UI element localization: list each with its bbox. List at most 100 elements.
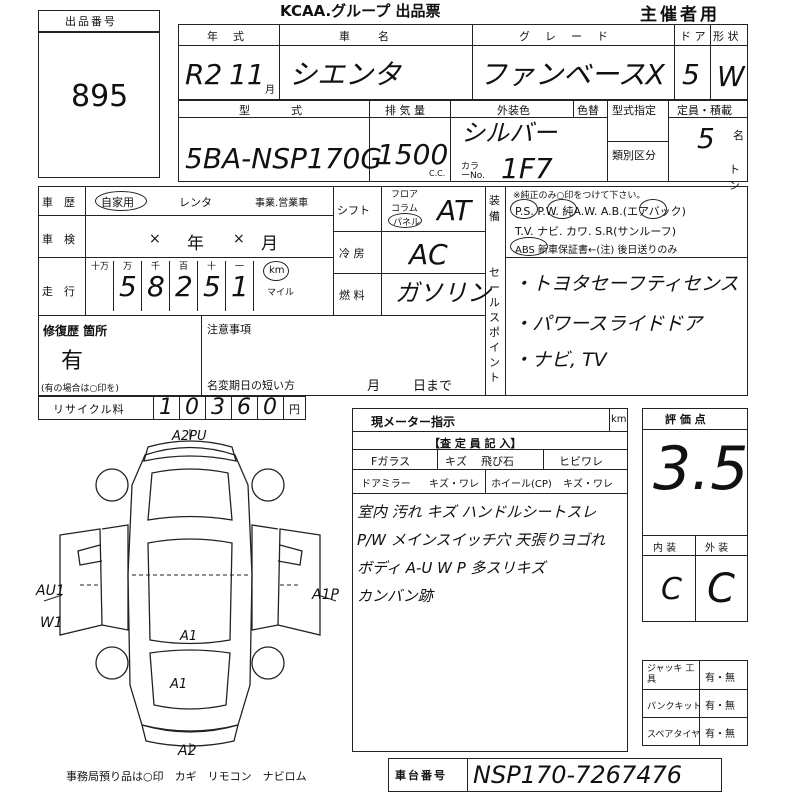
digit-label-10k: 万 xyxy=(123,262,133,272)
digit-label-100: 百 xyxy=(179,262,189,272)
organizer-label: 主催者用 xyxy=(640,5,720,25)
mileage-digit-3: 2 xyxy=(175,270,193,303)
car-name: シエンタ xyxy=(289,58,402,91)
inspection-comment-4: カンバン跡 xyxy=(357,587,433,605)
inspection-box: 現メーター指示 km 【査 定 員 記 入】 Fガラス キズ 飛び石 ヒビワレ … xyxy=(352,408,628,752)
repair-label: 修復歴 箇所 xyxy=(43,324,108,338)
year-unit: 年 xyxy=(187,234,204,254)
inspection-comment-1: 室内 汚れ キズ ハンドルシートスレ xyxy=(357,503,597,521)
vehicle-row-1: 年 式 車 名 グ レ ー ド ド ア 形 状 R2 11 月 シエンタ ファン… xyxy=(178,24,748,100)
name-change-day: 日まで xyxy=(413,379,453,394)
inspection-comment-3: ボディ A-U W P 多スリキズ xyxy=(357,559,546,577)
digit-label-10: 十 xyxy=(207,262,217,272)
sales-point-2: ・パワースライドドア xyxy=(513,313,703,335)
jack-choice: 有・無 xyxy=(705,673,735,684)
yen-unit: 円 xyxy=(289,403,300,416)
doors-label: ド ア xyxy=(680,30,706,43)
glass-item-2: 飛び石 xyxy=(481,455,514,468)
year-month: 11 xyxy=(229,58,265,91)
glass-label: Fガラス xyxy=(371,455,411,468)
exterior-label: 外 装 xyxy=(705,543,729,554)
ac-label: 冷 房 xyxy=(339,247,365,260)
month-unit-2: 月 xyxy=(261,234,278,254)
meter-km-unit: km xyxy=(611,414,627,425)
color-code-label: カラーNo. xyxy=(461,162,485,181)
lot-number-box: 出品番号 895 xyxy=(38,10,160,178)
repair-note: (有の場合は○印を) xyxy=(41,384,119,394)
interior-label: 内 装 xyxy=(653,543,677,554)
mileage-label: 走 行 xyxy=(42,285,75,298)
equipment-note: ※純正のみ○印をつけて下さい。 xyxy=(513,191,646,201)
inspection-month: × xyxy=(233,231,245,247)
color-label: 外装色 xyxy=(497,104,530,117)
load-unit: トン xyxy=(729,163,740,192)
tools-box: ジャッキ 工具 パンクキット スペアタイヤ 有・無 有・無 有・無 xyxy=(642,660,748,746)
mileage-digit-2: 8 xyxy=(147,270,165,303)
chassis-label: 車台番号 xyxy=(395,769,447,782)
ac-value: AC xyxy=(409,238,448,271)
shift-label: シフト xyxy=(337,204,370,217)
color: シルバー xyxy=(461,119,557,147)
cc-unit: C.C. xyxy=(429,169,446,178)
recycle-digit-1: 1 xyxy=(159,395,173,420)
lot-number: 895 xyxy=(71,79,129,114)
recycle-digit-5: 0 xyxy=(263,395,277,420)
sales-point-3: ・ナビ, TV xyxy=(513,349,607,371)
mirror-items: キズ・ワレ xyxy=(429,479,479,490)
repair-value: 有 xyxy=(61,349,84,374)
score-label: 評 価 点 xyxy=(665,413,706,426)
mile-label: マイル xyxy=(267,288,295,298)
shape: W xyxy=(717,60,745,93)
sales-point-1: ・トヨタセーフティセンス xyxy=(513,273,739,295)
spare-choice: 有・無 xyxy=(705,729,735,740)
equipment-side-label: 装備 xyxy=(489,194,500,223)
diagram-mark-left-1: AU1 xyxy=(36,583,65,599)
recycle-digit-3: 3 xyxy=(211,395,225,420)
chassis-number: NSP170-7267476 xyxy=(473,761,683,789)
exterior-value: C xyxy=(707,566,735,612)
name-change-month: 月 xyxy=(367,379,381,394)
column-label: コラム xyxy=(391,204,418,214)
sheet-title: KCAA.グループ 出品票 xyxy=(280,2,441,20)
recycle-box: リサイクル料 1 0 3 6 0 円 xyxy=(38,396,306,420)
business-label: 事業.営業車 xyxy=(255,198,309,209)
floor-label: フロア xyxy=(391,190,419,200)
diagram-mark-rear: A2 xyxy=(178,743,197,759)
score-value: 3.5 xyxy=(653,434,749,504)
fuel-label: 燃 料 xyxy=(339,289,365,302)
rental-label: レンタ xyxy=(179,196,212,209)
diagram-mark-left-2: W1 xyxy=(40,615,63,631)
puncture-label: パンクキット xyxy=(647,702,702,712)
vehicle-row-2: 型 式 排 気 量 外装色 色替 型式指定 類別区分 定員・積載 5BA-NSP… xyxy=(178,100,748,192)
diagram-mark-rear-window: A1 xyxy=(170,677,188,692)
equipment-line-2: T.V. ナビ. カワ. S.R(サンルーフ) xyxy=(515,225,677,238)
diagram-mark-roof: A1 xyxy=(180,629,198,644)
shape-label: 形 状 xyxy=(713,30,739,43)
recycle-digit-4: 6 xyxy=(237,395,251,420)
car-name-label: 車 名 xyxy=(339,30,391,43)
fuel-value: ガソリン xyxy=(395,279,491,307)
displacement: 1500 xyxy=(377,138,449,171)
recycle-digit-2: 0 xyxy=(185,395,199,420)
history-block: 車 歴 自家用 レンタ 事業.営業車 車 検 × 年 × 月 走 行 十万 万 … xyxy=(38,186,748,396)
sales-point-side-label: セールスポイント xyxy=(489,266,500,384)
inspection-year: × xyxy=(149,231,161,247)
grade-label: グ レ ー ド xyxy=(519,30,610,43)
chassis-box: 車台番号 NSP170-7267476 xyxy=(388,758,722,792)
puncture-choice: 有・無 xyxy=(705,701,735,712)
glass-item-3: ヒビワレ xyxy=(559,455,603,468)
interior-value: C xyxy=(661,572,682,607)
score-box: 評 価 点 3.5 内 装 外 装 C C xyxy=(642,408,748,622)
capacity-label: 定員・積載 xyxy=(677,104,732,117)
displacement-label: 排 気 量 xyxy=(385,104,425,117)
name-change-label: 名変期日の短い方 xyxy=(207,379,295,392)
mirror-label: ドアミラー xyxy=(361,479,411,490)
color-change-label: 色替 xyxy=(577,104,599,117)
jack-label: ジャッキ 工具 xyxy=(647,664,695,685)
spare-label: スペアタイヤ xyxy=(647,730,701,740)
mileage-digit-1: 5 xyxy=(119,270,137,303)
inspector-label: 【査 定 員 記 入】 xyxy=(429,437,522,450)
inspection-comment-2: P/W メインスイッチ穴 天張りヨゴれ xyxy=(357,531,606,549)
lot-number-label: 出品番号 xyxy=(65,15,117,28)
digit-label-1k: 千 xyxy=(151,262,161,272)
